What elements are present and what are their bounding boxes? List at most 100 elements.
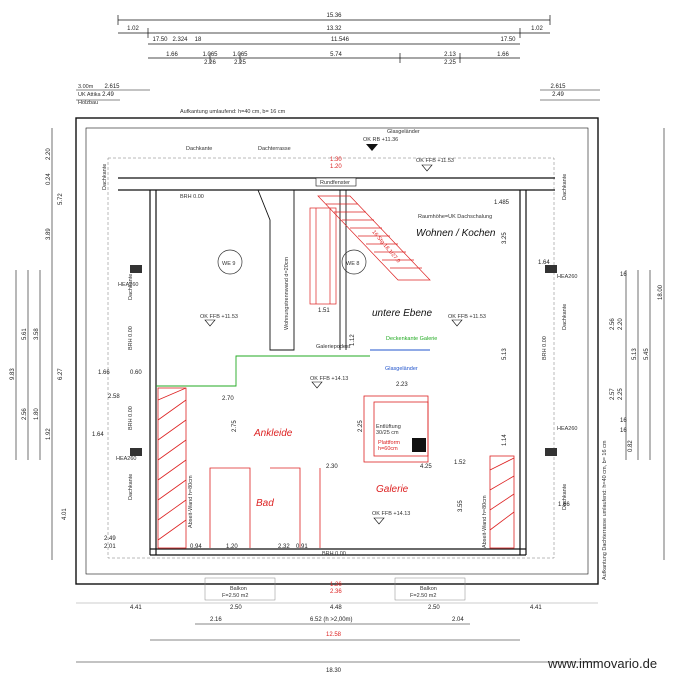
dim-left-256: 2.56 — [22, 408, 28, 420]
label-ok-ffb-mid: OK FFB +14.13 — [310, 376, 348, 382]
label-balkon-right: Balkon — [420, 586, 437, 592]
label-dachkante-right2: Dachkante — [562, 304, 568, 330]
dim-112: 1.12 — [350, 334, 356, 346]
dim-right-257: 2.57 — [610, 388, 616, 400]
label-brh-1: BRH 0.00 — [180, 194, 204, 200]
dim-left-358: 3.58 — [34, 328, 40, 340]
label-rundfenster: Rundfenster — [320, 180, 350, 186]
dim-right-225: 2.25 — [618, 388, 624, 400]
label-ok-ffb-left: OK FFB +11.53 — [200, 314, 238, 320]
dim-513: 5.13 — [502, 348, 508, 360]
left-top-2615: 2.615 — [104, 84, 120, 90]
dim-top-r2-b: 13.32 — [326, 26, 342, 32]
bottom-dimension-lines — [76, 623, 598, 663]
label-brh-3: BRH 0.00 — [128, 406, 134, 430]
label-hea-3: HEA260 — [116, 456, 137, 462]
dim-b1-441b: 4.41 — [530, 605, 542, 611]
left-top-249: 2.49 — [102, 92, 114, 98]
dim-left-024: 0.24 — [46, 173, 52, 185]
dim-top-r3-e: 17.50 — [500, 37, 516, 43]
label-balkon-f-left: F=2.50 m2 — [222, 593, 248, 599]
lower-rooms-walls — [157, 387, 515, 549]
label-dachkante-left2: Dachkante — [128, 274, 134, 300]
dim-b2-216: 2.16 — [210, 617, 222, 623]
dim-223: 2.23 — [396, 382, 408, 388]
level-marker-top — [421, 164, 433, 172]
label-ok-ffb-right: OK FFB +11.53 — [448, 314, 486, 320]
level-marker-rb — [366, 144, 378, 151]
dim-201: 2.01 — [104, 544, 116, 550]
dim-right-545: 5.45 — [644, 348, 650, 360]
dim-right-16c: 16 — [620, 428, 627, 434]
label-dachkante-right3: Dachkante — [562, 484, 568, 510]
dim-top-r2-a: 1.02 — [127, 26, 139, 32]
dim-164-right: 1.64 — [538, 260, 550, 266]
dim-b1-448: 4.48 — [330, 605, 342, 611]
dim-right-16b: 16 — [620, 418, 627, 424]
label-glasgelaender2: Glasgeländer — [385, 366, 418, 372]
left-top-uk: UK Attika — [78, 92, 102, 98]
dim-1485: 1.485 — [494, 200, 510, 206]
label-ankleide: Ankleide — [253, 428, 293, 439]
label-balkon-left: Balkon — [230, 586, 247, 592]
dim-top-r4-b: 1.065 — [202, 52, 218, 58]
dim-left-180: 1.80 — [34, 408, 40, 420]
party-wall — [257, 189, 347, 351]
dim-b1-250b: 2.50 — [428, 605, 440, 611]
left-top-holzbau: Holzbau — [78, 100, 98, 106]
dim-top-r4b-c: 2.25 — [444, 60, 456, 66]
dim-b3-1258: 12.58 — [326, 632, 342, 638]
dim-left-389: 3.89 — [46, 228, 52, 240]
label-plattform-h: h=60cm — [378, 446, 398, 452]
stair — [309, 195, 431, 305]
dim-top-r3-a: 17.50 — [152, 37, 168, 43]
left-dimension-lines — [15, 128, 53, 560]
label-dachkante-left3: Dachkante — [128, 474, 134, 500]
right-top-249: 2.49 — [552, 92, 564, 98]
label-hea-2: HEA260 — [557, 274, 578, 280]
label-ok-ffb-gal: OK FFB +14.13 — [372, 511, 410, 517]
dim-left-192: 1.92 — [46, 428, 52, 440]
dim-top-r3-c: 18 — [195, 37, 202, 43]
label-entlueftung: Entlüftung — [376, 424, 401, 430]
dim-bottom-126: 1.26 — [330, 582, 342, 588]
building-outline — [75, 117, 599, 585]
dim-425: 4.25 — [420, 464, 432, 470]
right-top-2615: 2.615 — [550, 84, 566, 90]
label-wohnen: Wohnen / Kochen — [416, 228, 496, 239]
label-dachkante-right1: Dachkante — [562, 174, 568, 200]
dim-top-r4-c: 1.065 — [232, 52, 248, 58]
dim-b2-204: 2.04 — [452, 617, 464, 623]
dim-b1-441a: 4.41 — [130, 605, 142, 611]
label-untere-ebene: untere Ebene — [372, 308, 432, 319]
label-we8: WE 8 — [346, 261, 359, 267]
label-brh-2: BRH 0.00 — [128, 326, 134, 350]
dim-b1-250a: 2.50 — [230, 605, 242, 611]
label-wohnungstrennwand: Wohnungstrennwand d=20cm — [284, 256, 290, 330]
label-dachkante-top: Dachkante — [186, 146, 212, 152]
dim-164-left: 1.64 — [92, 432, 104, 438]
dim-top-r4-f: 1.66 — [497, 52, 509, 58]
label-abseite-right: Abseit-Wand h=80cm — [482, 495, 488, 548]
level-marker-mid — [311, 381, 323, 389]
dim-top-r3-b: 2.324 — [172, 37, 188, 43]
rundfenster-box — [315, 177, 357, 187]
label-dachkante-left1: Dachkante — [102, 164, 108, 190]
dim-232: 2.32 — [278, 544, 290, 550]
label-treppe: 16 Stg 18,1/27,0 — [370, 229, 401, 264]
label-brh-4: BRH 0.00 — [542, 336, 548, 360]
label-glasgelaender: Glasgeländer — [387, 129, 420, 135]
label-ok-ffb-top: OK FFB +11.53 — [416, 158, 454, 164]
unit-marker-we8 — [341, 249, 367, 275]
label-hea-1: HEA260 — [118, 282, 139, 288]
watermark: www.immovario.de — [547, 656, 657, 671]
dim-152: 1.52 — [454, 460, 466, 466]
dim-166: 1.66 — [98, 370, 110, 376]
label-raumhoehe: Raumhöhe=UK Dachschalung — [418, 214, 492, 220]
steel-columns — [130, 265, 557, 456]
dim-red-120: 1.20 — [330, 164, 342, 170]
dim-top-r4-e: 2.13 — [444, 52, 456, 58]
note-aufkantung-right: Aufkantung Dachterrasse umlaufend: h=40 … — [602, 440, 608, 580]
dim-top-r3-d: 11.546 — [331, 37, 350, 43]
